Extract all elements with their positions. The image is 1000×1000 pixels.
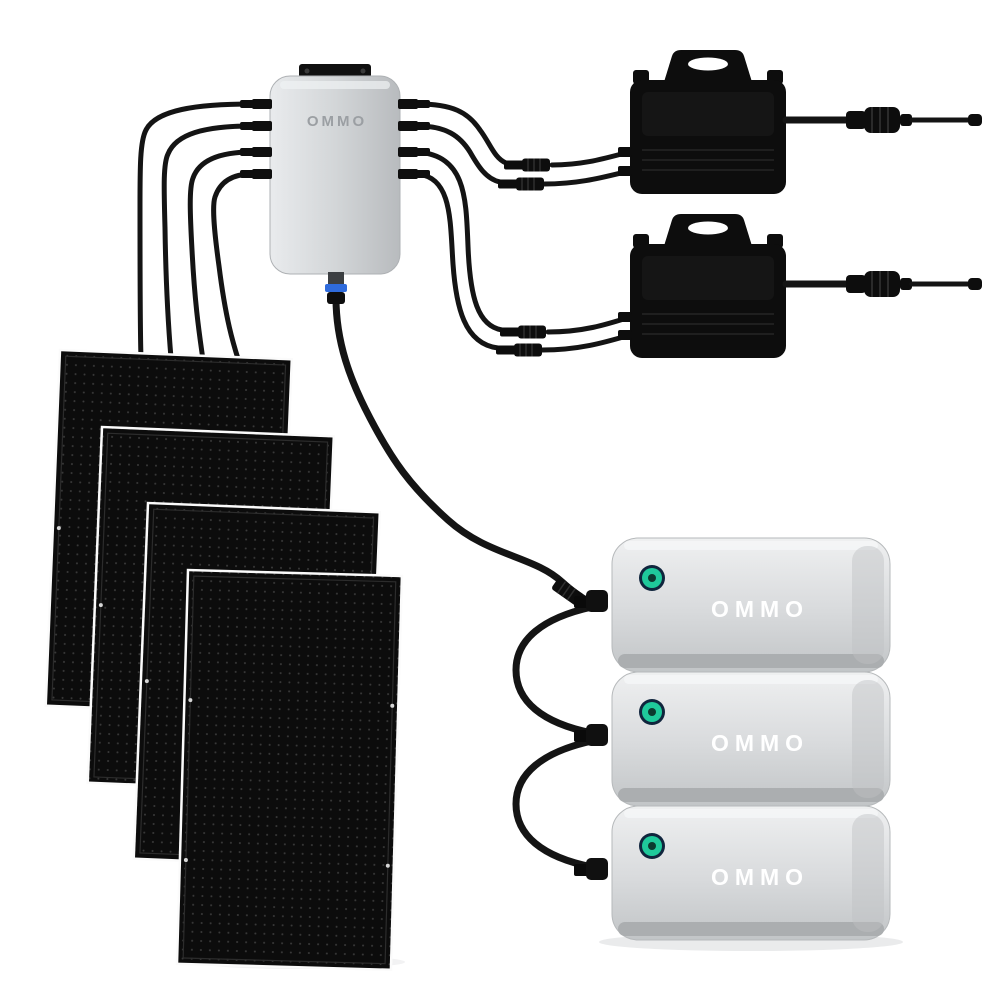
blue-connector-ring [325, 284, 347, 292]
battery-3: OMMO [574, 805, 891, 941]
battery1-side-shade [852, 546, 884, 664]
junction-box-label: OMMO [307, 113, 367, 130]
inverter2-handle-hole [688, 221, 728, 235]
bracket-screw-right [360, 68, 366, 74]
pv-cable-3 [187, 149, 255, 363]
mc4-pair-1 [504, 158, 550, 172]
mc4-pair-4 [496, 343, 542, 357]
battery3-port-nut [574, 864, 588, 876]
inverter1-ac-connector [846, 107, 912, 133]
inverter1-trunk-end [968, 114, 982, 126]
pv-cables [137, 101, 255, 365]
solar-panel-array [44, 348, 404, 972]
battery-stack: OMMO OMMO OMMO [574, 537, 891, 941]
inverter1-dc-port-1 [618, 147, 632, 157]
battery2-power-button-center [648, 708, 656, 716]
battery2-base [618, 788, 884, 802]
inverter1-plate [642, 92, 774, 136]
junction-box: OMMO [240, 64, 430, 304]
junction-box-output-connector [325, 272, 347, 304]
solar-panel-4 [175, 568, 404, 972]
pv-cable-2 [161, 123, 255, 361]
pv-cable-1 [137, 101, 255, 361]
battery3-label: OMMO [711, 864, 809, 890]
battery2-side-shade [852, 680, 884, 798]
microinverter-1 [618, 50, 982, 194]
battery1-body [611, 537, 891, 673]
inverter2-ac-connector [846, 271, 912, 297]
inverter1-fins [642, 149, 774, 171]
inverter2-plate [642, 256, 774, 300]
dc-cable-2b [541, 168, 632, 187]
mc4-connector-pairs [496, 158, 550, 357]
inverter1-dc-port-2 [618, 166, 632, 176]
battery1-port [586, 590, 608, 612]
battery3-port [586, 858, 608, 880]
battery-link-cable-1 [512, 603, 596, 737]
battery1-label: OMMO [711, 596, 809, 622]
junction-box-right-ports [398, 99, 430, 179]
junction-box-highlight [280, 81, 390, 89]
pv-cable-4 [211, 171, 255, 365]
dc-cable-3b [545, 314, 633, 335]
dc-cable-2a [415, 123, 503, 185]
inverter2-fins [642, 313, 774, 335]
microinverter-2 [618, 214, 982, 358]
inverter2-dc-port-2 [618, 330, 632, 340]
battery2-label: OMMO [711, 730, 809, 756]
dc-cable-4a [415, 171, 501, 351]
battery1-port-nut [574, 596, 588, 608]
battery3-side-shade [852, 814, 884, 932]
dc-cable-1a [415, 101, 509, 166]
battery3-base [618, 922, 884, 936]
dc-cables [415, 101, 633, 353]
dc-cable-4b [539, 332, 633, 353]
battery2-port [586, 724, 608, 746]
inverter2-trunk-end [968, 278, 982, 290]
mc4-pair-2 [498, 177, 544, 191]
dc-cable-3a [415, 149, 505, 333]
battery2-port-nut [574, 730, 588, 742]
inverter2-dc-port-1 [618, 312, 632, 322]
battery-1: OMMO [574, 537, 891, 673]
dc-cable-1b [549, 149, 632, 168]
battery3-power-button-center [648, 842, 656, 850]
battery1-top-highlight [624, 541, 878, 550]
battery3-top-highlight [624, 809, 878, 818]
mc4-pair-3 [500, 325, 546, 339]
bracket-screw-left [304, 68, 310, 74]
battery1-power-button-center [648, 574, 656, 582]
mounting-bracket [299, 64, 371, 78]
junction-box-body [269, 75, 401, 275]
inverter1-handle-hole [688, 57, 728, 71]
battery1-base [618, 654, 884, 668]
battery2-top-highlight [624, 675, 878, 684]
battery-2: OMMO [574, 671, 891, 807]
junction-box-left-ports [240, 99, 272, 179]
battery-link-cable-2 [512, 737, 596, 871]
